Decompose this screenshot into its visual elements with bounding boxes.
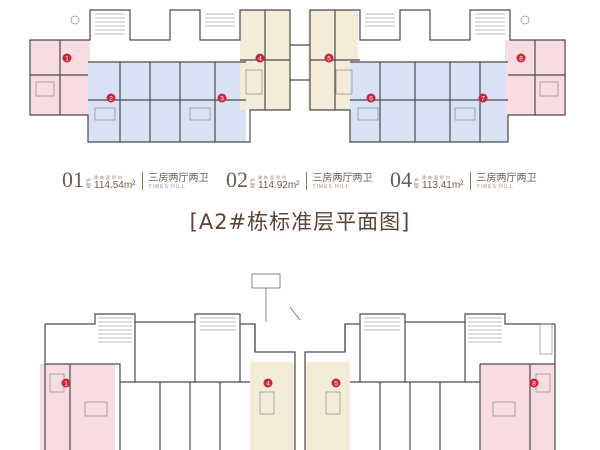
bottom-plan-walls: [44, 313, 556, 450]
marker-1: 1: [61, 378, 71, 388]
svg-text:1: 1: [64, 381, 68, 388]
unit-type: 三房两厅两卫: [148, 173, 209, 184]
marker-5: 5: [331, 378, 341, 388]
unit-area-block: 建筑面积约 114.54m²: [94, 175, 136, 191]
unit-suffix: 户型: [413, 178, 419, 188]
unit-area: 113.41m²: [422, 180, 464, 191]
bottom-unit-markers: 1 4 5 8: [61, 378, 539, 388]
unit-area-caption: 建筑面积约: [258, 175, 288, 180]
zone-unit-4: [250, 362, 295, 450]
svg-text:5: 5: [327, 56, 331, 63]
unit-divider: [305, 172, 307, 190]
top-floor-plan-drawing: 1 2 3 4 5 6 7 8: [29, 9, 566, 143]
svg-text:1: 1: [65, 56, 69, 63]
top-plan-walls: [29, 9, 566, 143]
unit-area: 114.54m²: [94, 180, 136, 191]
unit-number: 02: [226, 167, 248, 192]
unit-type-block: 三房两厅两卫 TIMES HILL: [149, 173, 209, 191]
top-stair-hatch: [95, 13, 505, 35]
section-title: [A2#栋标准层平面图]: [189, 210, 411, 234]
marker-5: 5: [324, 53, 334, 63]
svg-text:7: 7: [481, 96, 485, 103]
marker-8: 8: [516, 53, 526, 63]
bottom-annotation-boxes: [251, 273, 301, 322]
unit-type: 三房两厅两卫: [476, 173, 537, 184]
unit-suffix: 户型: [249, 178, 255, 188]
unit-label-02: 02 户型 建筑面积约 114.92m² 三房两厅两卫 TIMES HILL: [226, 163, 373, 192]
unit-brand: TIMES HILL: [312, 184, 350, 190]
marker-2: 2: [106, 93, 116, 103]
svg-text:6: 6: [369, 96, 373, 103]
marker-7: 7: [478, 93, 488, 103]
unit-suffix: 户型: [85, 178, 91, 188]
unit-area-block: 建筑面积约 113.41m²: [422, 175, 464, 191]
unit-type-block: 三房两厅两卫 TIMES HILL: [477, 173, 537, 191]
svg-text:2: 2: [109, 96, 113, 103]
marker-3: 3: [217, 93, 227, 103]
top-furniture: [35, 15, 559, 121]
zone-unit-2-3: [88, 62, 246, 142]
unit-divider: [141, 172, 143, 190]
top-unit-markers: 1 2 3 4 5 6 7 8: [62, 53, 526, 103]
unit-area-block: 建筑面积约 114.92m²: [258, 175, 300, 191]
unit-brand: TIMES HILL: [476, 184, 514, 190]
svg-text:4: 4: [258, 56, 262, 63]
unit-type-block: 三房两厅两卫 TIMES HILL: [313, 173, 373, 191]
marker-6: 6: [366, 93, 376, 103]
unit-type: 三房两厅两卫: [312, 173, 373, 184]
top-floor-plan: 1 2 3 4 5 6 7 8: [0, 0, 600, 152]
unit-label-04: 04 户型 建筑面积约 113.41m² 三房两厅两卫 TIMES HILL: [390, 163, 537, 192]
unit-number: 04: [390, 167, 412, 192]
svg-text:8: 8: [532, 381, 536, 388]
unit-label-01: 01 户型 建筑面积约 114.54m² 三房两厅两卫 TIMES HILL: [62, 163, 209, 192]
marker-4: 4: [263, 378, 273, 388]
bottom-stair-hatch: [98, 317, 502, 343]
zone-unit-1: [40, 364, 115, 450]
unit-area: 114.92m²: [258, 180, 300, 191]
svg-text:8: 8: [519, 56, 523, 63]
marker-4: 4: [255, 53, 265, 63]
zone-unit-5: [305, 362, 350, 450]
svg-text:4: 4: [266, 381, 270, 388]
unit-brand: TIMES HILL: [148, 184, 186, 190]
unit-number: 01: [62, 167, 84, 192]
unit-area-caption: 建筑面积约: [94, 175, 124, 180]
bottom-floor-plan-drawing: 1 4 5 8: [40, 273, 556, 450]
marker-8: 8: [529, 378, 539, 388]
svg-text:3: 3: [220, 96, 224, 103]
marker-1: 1: [62, 53, 72, 63]
bottom-floor-plan: 1 4 5 8: [0, 262, 600, 450]
zone-unit-8: [480, 364, 555, 450]
unit-divider: [469, 172, 471, 190]
unit-area-caption: 建筑面积约: [422, 175, 452, 180]
svg-text:5: 5: [334, 381, 338, 388]
